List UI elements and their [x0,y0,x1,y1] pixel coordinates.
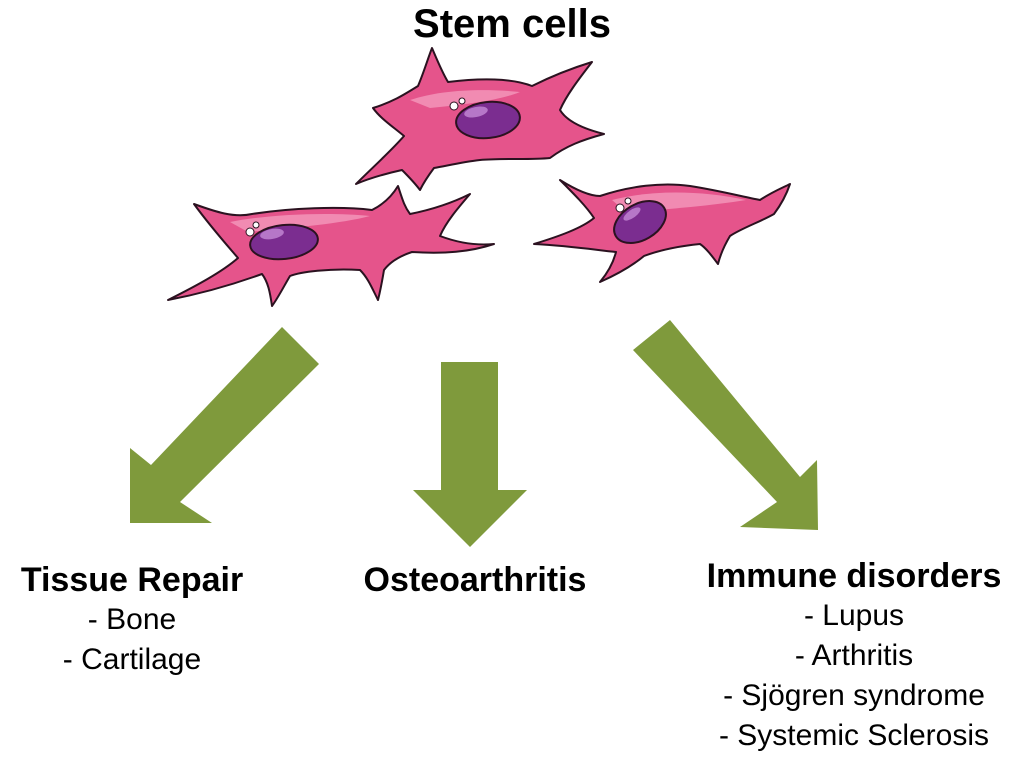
vesicle [624,197,632,205]
nucleus-shine [464,106,488,118]
branch-items: - Lupus - Arthritis - Sjögren syndrome -… [684,596,1024,756]
vesicle [458,97,466,105]
list-item: - Systemic Sclerosis [718,719,990,752]
branch-title: Osteoarthritis [363,561,587,599]
nucleus-shine [260,228,284,240]
list-item: - Sjögren syndrome [723,679,985,712]
vesicle [245,227,255,237]
list-item: - Arthritis [794,639,914,672]
stem-cell-top [355,47,605,191]
cell-body [533,179,791,283]
nucleus-shine [623,207,641,221]
arrow-to-tissue-repair [130,327,319,523]
diagram-title: Stem cells [413,2,611,46]
vesicle [449,101,459,111]
cell-body [167,185,495,307]
branch-items: - Bone - Cartilage [0,600,264,680]
cell-highlight [410,90,520,108]
list-item: - Cartilage [62,643,202,676]
branch-immune-disorders: Immune disorders - Lupus - Arthritis - S… [684,556,1024,756]
vesicle [252,221,260,229]
branch-tissue-repair: Tissue Repair - Bone - Cartilage [0,560,264,680]
cell-highlight [230,214,370,232]
stem-cell-right [533,179,791,283]
branch-title: Immune disorders [706,557,1002,595]
list-item: - Bone [87,603,177,636]
arrow-to-immune-disorders [633,320,818,530]
branch-title: Tissue Repair [20,561,244,599]
arrow-to-osteoarthritis [413,362,527,547]
nucleus [613,200,667,244]
stem-cell-left [167,185,495,307]
vesicle [615,203,625,213]
list-item: - Lupus [803,599,905,632]
branch-osteoarthritis: Osteoarthritis [330,560,620,600]
